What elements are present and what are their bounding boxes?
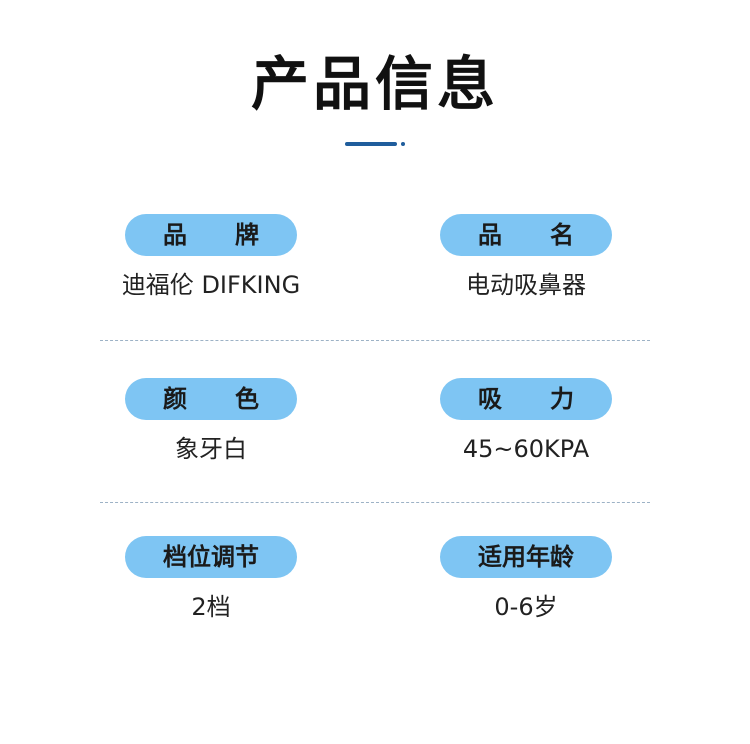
title-underline: [345, 142, 397, 146]
info-brand: 品 牌 迪福伦 DIFKING: [81, 214, 341, 300]
label-pill-color: 颜 色: [125, 378, 297, 420]
info-age: 适用年龄 0-6岁: [396, 536, 656, 622]
value-brand: 迪福伦 DIFKING: [121, 271, 301, 299]
row-divider: [100, 502, 650, 503]
label-pill-gear: 档位调节: [125, 536, 297, 578]
value-suction: 45~60KPA: [462, 435, 590, 463]
label-pill-age: 适用年龄: [440, 536, 612, 578]
value-gear: 2档: [191, 593, 231, 621]
label-pill-brand: 品 牌: [125, 214, 297, 256]
info-suction: 吸 力 45~60KPA: [396, 378, 656, 464]
title-underline-dot: [401, 142, 405, 146]
label-pill-suction: 吸 力: [440, 378, 612, 420]
info-product-name: 品 名 电动吸鼻器: [396, 214, 656, 300]
value-product-name: 电动吸鼻器: [466, 271, 586, 299]
info-color: 颜 色 象牙白: [81, 378, 341, 464]
row-divider: [100, 340, 650, 341]
value-age: 0-6岁: [494, 593, 558, 621]
value-color: 象牙白: [175, 435, 247, 463]
label-pill-product-name: 品 名: [440, 214, 612, 256]
info-gear: 档位调节 2档: [81, 536, 341, 622]
page-title: 产品信息: [250, 50, 499, 118]
